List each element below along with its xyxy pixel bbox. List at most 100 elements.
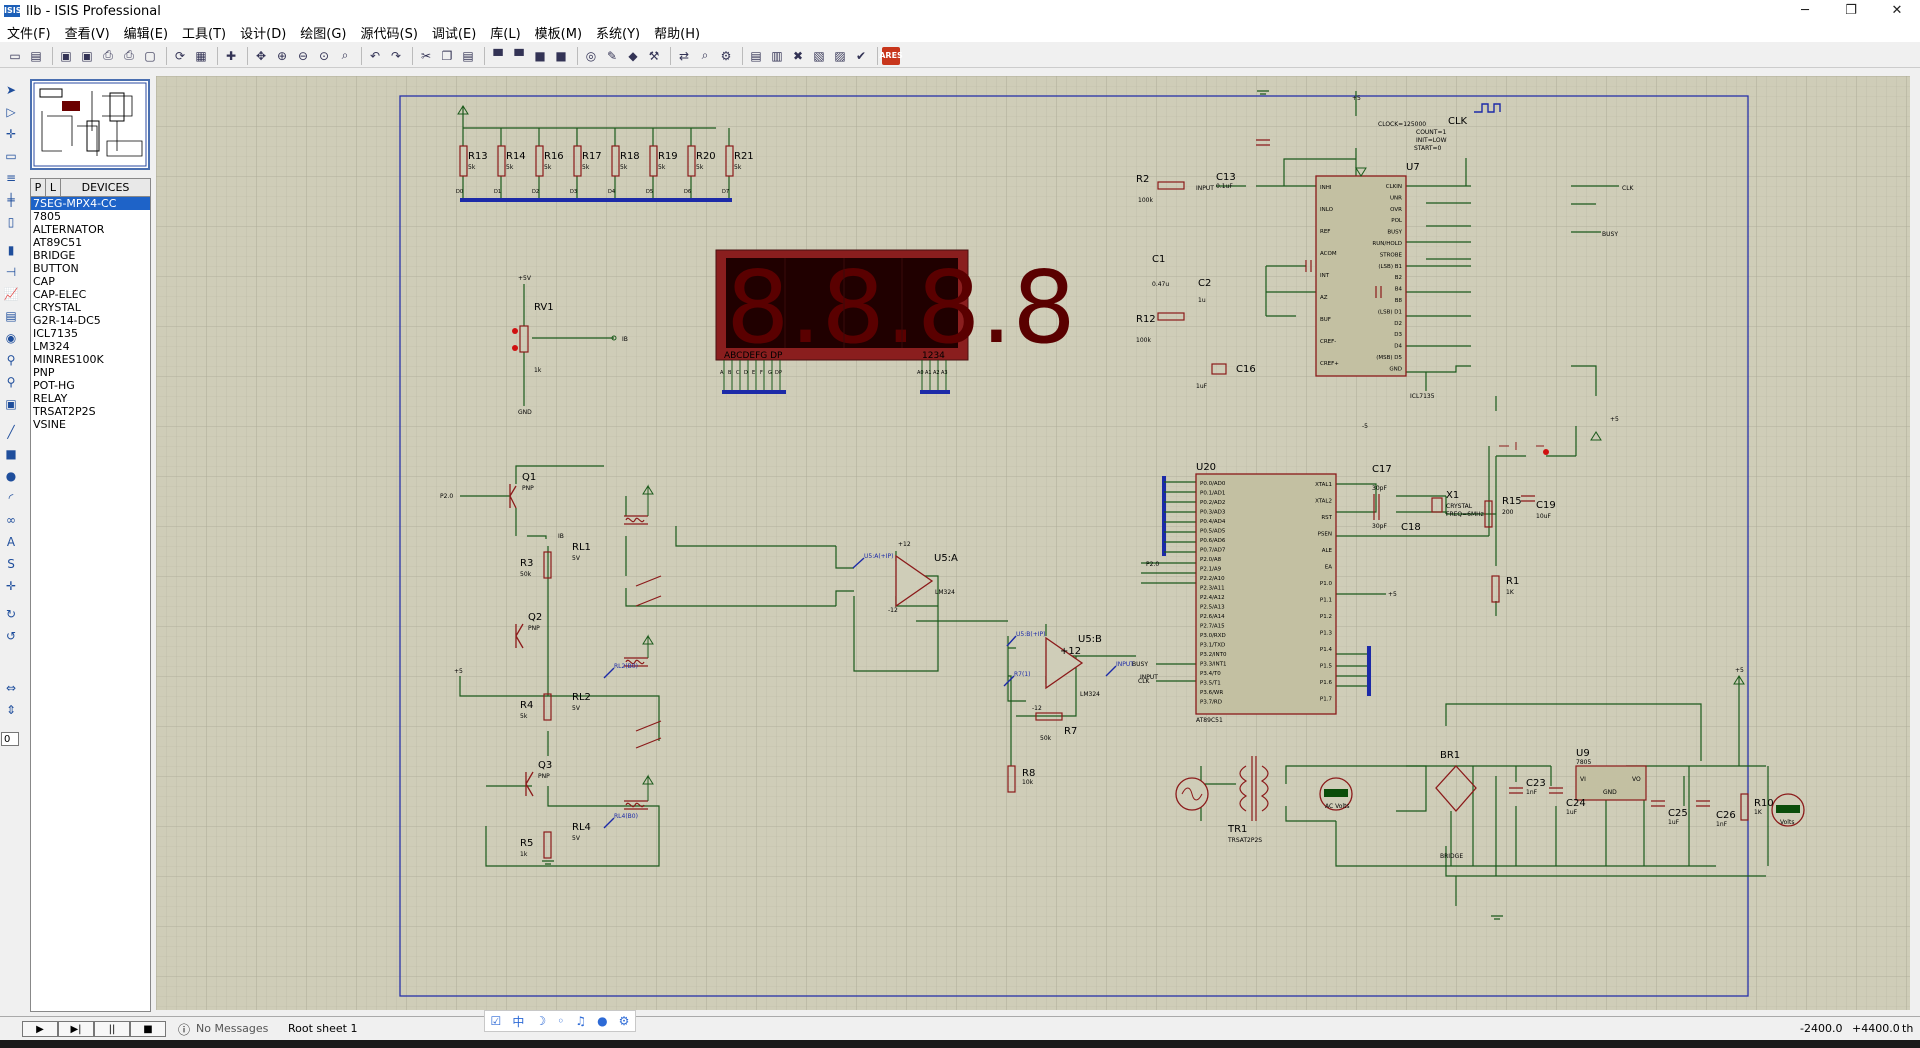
device-item[interactable]: ALTERNATOR xyxy=(33,223,105,236)
ime-soft-keyboard-icon[interactable]: ♫ xyxy=(575,1014,587,1028)
menu-view[interactable]: 查看(V) xyxy=(64,26,110,42)
grid-icon[interactable]: ▦ xyxy=(195,48,207,63)
terminal-icon[interactable]: ▮ xyxy=(7,243,15,257)
menu-help[interactable]: 帮助(H) xyxy=(654,26,701,42)
new-sheet-icon[interactable]: ▤ xyxy=(750,48,762,63)
junction-mode-icon[interactable]: ✛ xyxy=(5,127,17,141)
text-script-icon[interactable]: ≡ xyxy=(5,171,17,185)
pick-device-icon[interactable]: ◎ xyxy=(585,48,597,63)
bus-mode-icon[interactable]: ╪ xyxy=(7,193,15,207)
wire-label-icon[interactable]: ▭ xyxy=(5,149,17,163)
tape-recorder-icon[interactable]: ▤ xyxy=(5,309,17,323)
zoom-in-icon[interactable]: ⊕ xyxy=(276,48,288,63)
mirror-y-icon[interactable]: ⇕ xyxy=(5,703,17,717)
new-file-icon[interactable]: ▭ xyxy=(9,48,21,63)
menu-tools[interactable]: 工具(T) xyxy=(182,26,227,42)
schematic-canvas[interactable]: R13 R14 R16 R17 R18 R19 R20 R21 5k 5k 5k… xyxy=(156,76,1910,1010)
subcircuit-icon[interactable]: ▯ xyxy=(7,215,15,229)
refresh-icon[interactable]: ⟳ xyxy=(174,48,186,63)
virtual-instrument-icon[interactable]: ▣ xyxy=(5,397,17,411)
mirror-x-icon[interactable]: ⇔ xyxy=(5,681,17,695)
ime-punctuation-icon[interactable]: ◦ xyxy=(557,1014,565,1028)
rotation-angle-input[interactable]: 0 xyxy=(1,732,19,746)
library-manager-tab[interactable]: L xyxy=(46,179,61,196)
redo-icon[interactable]: ↷ xyxy=(390,48,402,63)
ares-button[interactable]: ARES xyxy=(879,46,903,65)
maximize-button[interactable]: ❐ xyxy=(1845,3,1857,18)
menu-library[interactable]: 库(L) xyxy=(490,26,521,42)
ime-settings-icon[interactable]: ☑ xyxy=(490,1014,502,1028)
origin-icon[interactable]: ✚ xyxy=(225,48,237,63)
graph-mode-icon[interactable]: 📈 xyxy=(3,287,19,301)
device-item[interactable]: CRYSTAL xyxy=(33,301,81,314)
device-item[interactable]: BRIDGE xyxy=(33,249,76,262)
paste-icon[interactable]: ▤ xyxy=(462,48,474,63)
page-setup-icon[interactable]: ▢ xyxy=(144,48,156,63)
device-item[interactable]: G2R-14-DC5 xyxy=(33,314,101,327)
device-item[interactable]: CAP-ELEC xyxy=(33,288,87,301)
device-item[interactable]: TRSAT2P2S xyxy=(33,405,96,418)
menu-design[interactable]: 设计(D) xyxy=(240,26,287,42)
line-icon[interactable]: ╱ xyxy=(7,425,15,439)
device-item[interactable]: MINRES100K xyxy=(33,353,104,366)
device-item[interactable]: POT-HG xyxy=(33,379,75,392)
arc-icon[interactable]: ◜ xyxy=(8,491,14,505)
stop-button[interactable]: ■ xyxy=(130,1021,166,1037)
ime-moon-icon[interactable]: ☽ xyxy=(535,1014,547,1028)
pick-devices-tab[interactable]: P xyxy=(31,179,46,196)
component-mode-icon[interactable]: ▷ xyxy=(6,105,16,119)
symbol-icon[interactable]: S xyxy=(7,557,15,571)
copy-icon[interactable]: ❐ xyxy=(441,48,453,63)
rotate-ccw-icon[interactable]: ↺ xyxy=(5,629,17,643)
block-rotate-icon[interactable]: ■ xyxy=(534,48,546,63)
print-area-icon[interactable]: ⎙ xyxy=(124,48,134,62)
print-icon[interactable]: ⎙ xyxy=(103,48,113,62)
device-item[interactable]: 7805 xyxy=(33,210,61,223)
menu-graph[interactable]: 绘图(G) xyxy=(300,26,347,42)
device-item[interactable]: PNP xyxy=(33,366,55,379)
block-delete-icon[interactable]: ■ xyxy=(555,48,567,63)
minimize-button[interactable]: ─ xyxy=(1801,3,1809,18)
netlist-icon[interactable]: ▧ xyxy=(813,48,825,63)
marker-icon[interactable]: ✛ xyxy=(5,579,17,593)
menu-debug[interactable]: 调试(E) xyxy=(431,26,477,42)
bom-icon[interactable]: ▨ xyxy=(834,48,846,63)
overview-window[interactable] xyxy=(30,79,150,170)
device-item[interactable]: RELAY xyxy=(33,392,68,405)
step-button[interactable]: ▶| xyxy=(58,1021,94,1037)
menu-file[interactable]: 文件(F) xyxy=(7,26,51,42)
device-item[interactable]: ICL7135 xyxy=(33,327,79,340)
open-folder-icon[interactable]: ▤ xyxy=(30,48,42,63)
property-tool-icon[interactable]: ⚙ xyxy=(720,48,732,63)
text-icon[interactable]: A xyxy=(6,535,16,549)
circle-icon[interactable]: ● xyxy=(5,469,17,483)
block-move-icon[interactable]: ▀ xyxy=(514,48,524,63)
ime-user-icon[interactable]: ● xyxy=(597,1014,608,1028)
generator-icon[interactable]: ◉ xyxy=(5,331,17,345)
current-probe-icon[interactable]: ⚲ xyxy=(6,375,16,389)
remove-sheet-icon[interactable]: ✖ xyxy=(792,48,804,63)
block-copy-icon[interactable]: ▀ xyxy=(493,48,503,63)
play-button[interactable]: ▶ xyxy=(22,1021,58,1037)
close-button[interactable]: ✕ xyxy=(1891,3,1903,18)
zoom-out-icon[interactable]: ⊖ xyxy=(297,48,309,63)
device-item[interactable]: VSINE xyxy=(33,418,66,431)
wire-autorouter-icon[interactable]: ⇄ xyxy=(678,48,690,63)
packaging-icon[interactable]: ◆ xyxy=(628,48,638,63)
device-item[interactable]: AT89C51 xyxy=(33,236,83,249)
device-item[interactable]: BUTTON xyxy=(33,262,79,275)
add-sheet-icon[interactable]: ▥ xyxy=(771,48,783,63)
save-icon[interactable]: ▣ xyxy=(60,48,72,63)
selection-mode-icon[interactable]: ➤ xyxy=(5,83,17,97)
device-item[interactable]: 7SEG-MPX4-CC xyxy=(31,197,150,210)
erc-icon[interactable]: ✔ xyxy=(855,48,867,63)
zoom-all-icon[interactable]: ⊙ xyxy=(318,48,330,63)
search-icon[interactable]: ⌕ xyxy=(701,48,709,62)
path-icon[interactable]: ∞ xyxy=(6,513,16,527)
menu-template[interactable]: 模板(M) xyxy=(534,26,583,42)
pan-icon[interactable]: ✥ xyxy=(255,48,267,63)
rotate-cw-icon[interactable]: ↻ xyxy=(5,607,17,621)
message-status[interactable]: No Messages xyxy=(196,1022,269,1035)
undo-icon[interactable]: ↶ xyxy=(369,48,381,63)
device-pin-icon[interactable]: ⊣ xyxy=(5,265,17,279)
